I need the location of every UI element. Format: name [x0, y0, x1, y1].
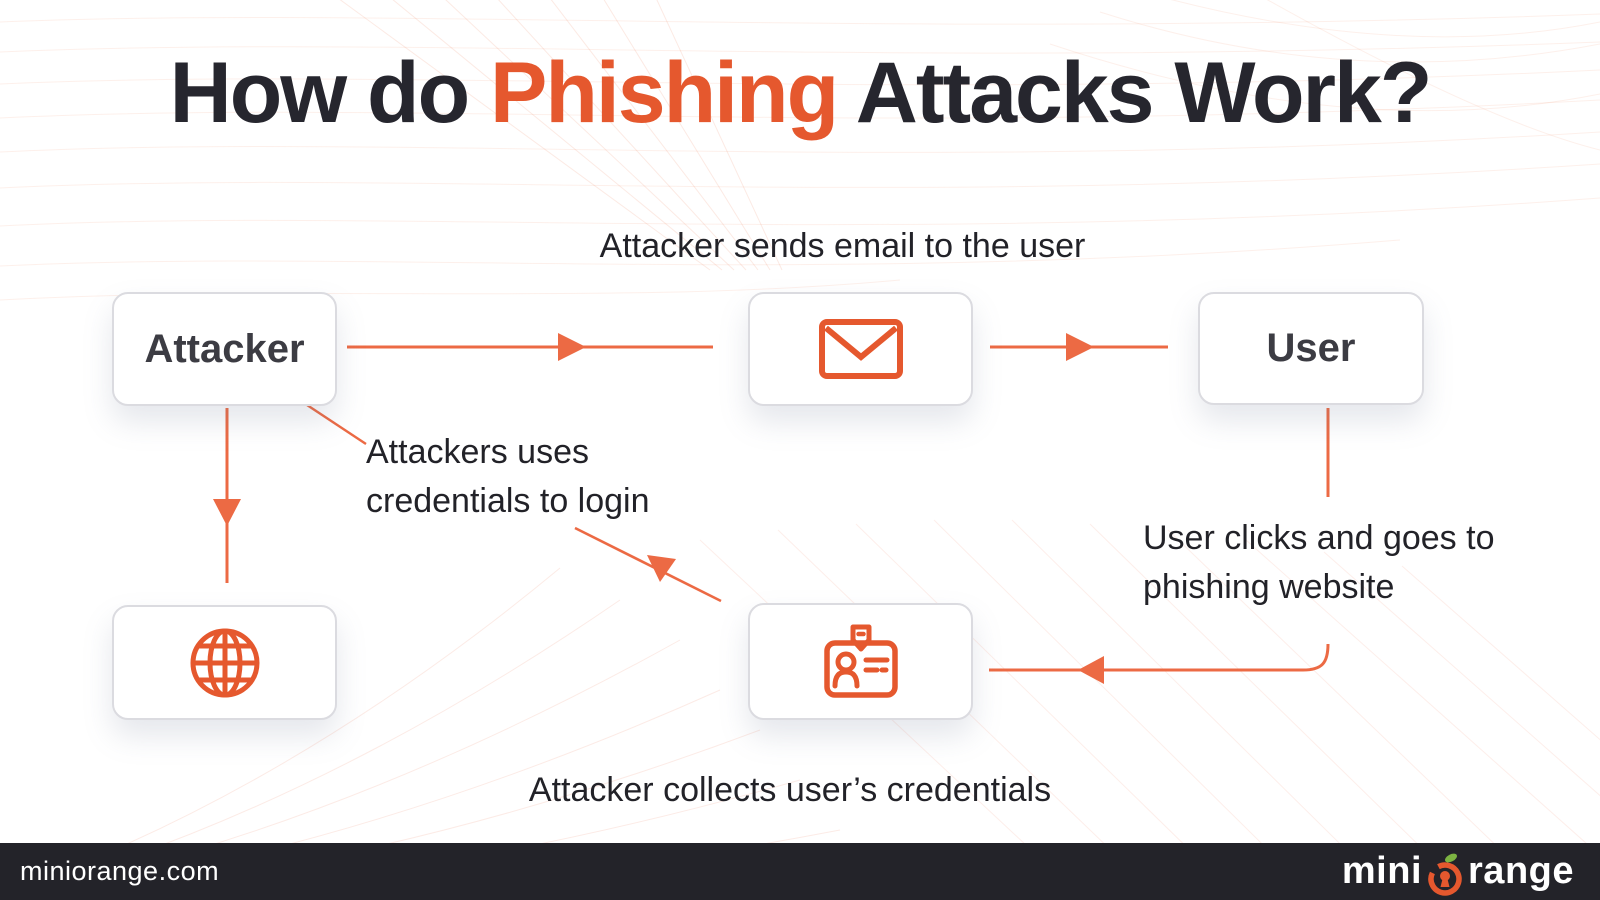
padlock-o-icon — [1428, 853, 1462, 896]
label-user-clicks-line2: phishing website — [1143, 568, 1395, 606]
connector-attacker-to-login-label — [303, 401, 367, 446]
title-part2: Attacks Work? — [837, 45, 1433, 141]
footer-website: miniorange.com — [20, 856, 220, 886]
node-credentials — [748, 603, 973, 720]
label-user-clicks-line1: User clicks and goes to — [1143, 519, 1495, 557]
page-title: How do Phishing Attacks Work? — [0, 48, 1600, 138]
arrow-login-label-to-credentials — [574, 526, 722, 603]
node-email — [748, 292, 973, 406]
label-use-credentials-line1: Attackers uses — [366, 433, 589, 471]
brand-suffix: range — [1468, 850, 1574, 892]
label-use-credentials: Attackers uses credentials to login — [366, 428, 650, 526]
brand-prefix: mini — [1341, 850, 1423, 892]
arrow-user-to-credentials — [989, 643, 1330, 684]
title-highlight: Phishing — [490, 45, 839, 141]
arrow-attacker-to-email — [347, 333, 713, 361]
globe-icon — [190, 628, 259, 697]
label-use-credentials-line2: credentials to login — [366, 482, 650, 520]
envelope-icon — [818, 319, 903, 379]
title-part1: How do — [169, 45, 490, 141]
arrow-email-to-user — [990, 333, 1168, 361]
label-collect-credentials: Attacker collects user’s credentials — [528, 771, 1052, 809]
node-user: User — [1198, 292, 1424, 405]
arrow-attacker-to-website — [213, 408, 241, 583]
footer-bar: miniorange.com mini range — [0, 843, 1600, 900]
id-card-icon — [823, 624, 898, 698]
node-phishing-website — [112, 605, 337, 720]
label-send-email: Attacker sends email to the user — [599, 227, 1086, 265]
user-label: User — [1266, 326, 1356, 370]
brand-logo: mini range — [1342, 848, 1574, 896]
label-user-clicks: User clicks and goes to phishing website — [1143, 514, 1495, 612]
attacker-label: Attacker — [144, 326, 305, 371]
node-attacker: Attacker — [112, 292, 337, 406]
